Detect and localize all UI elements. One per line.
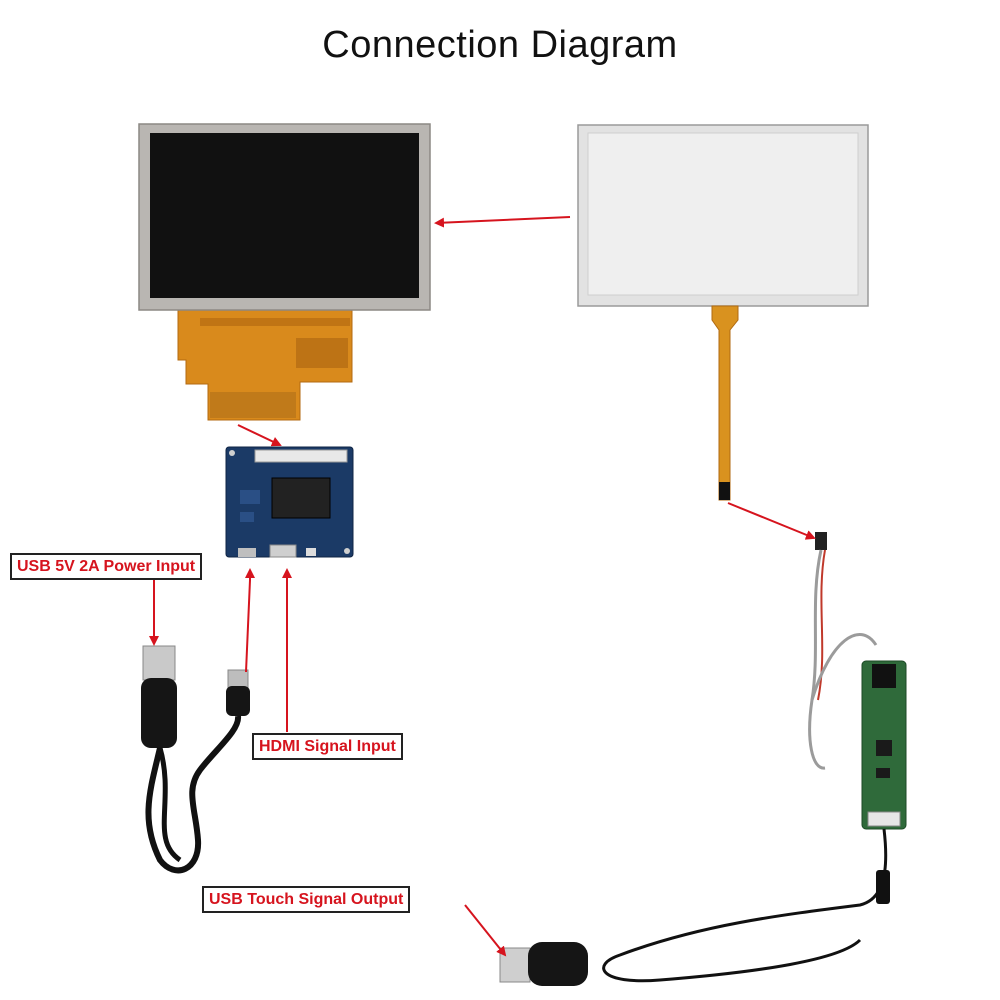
power-input-label: USB 5V 2A Power Input <box>10 553 203 580</box>
page-title: Connection Diagram <box>322 24 678 66</box>
arrow-touch-to-lcd <box>434 216 571 228</box>
arrow-touch-label-to-cable <box>464 904 507 957</box>
touch-panel <box>577 124 869 501</box>
hdmi-input-label: HDMI Signal Input <box>252 733 403 760</box>
touch-output-label: USB Touch Signal Output <box>202 886 411 913</box>
lcd-display-panel <box>138 123 431 421</box>
arrow-micro-usb-to-board <box>245 568 255 673</box>
usb-touch-controller <box>499 532 907 986</box>
arrow-fpc-to-controller <box>727 502 816 540</box>
usb-power-cable <box>141 645 250 874</box>
connection-arrows <box>149 216 816 957</box>
hdmi-driver-board <box>225 446 354 558</box>
arrow-fpc-to-board <box>237 424 282 447</box>
